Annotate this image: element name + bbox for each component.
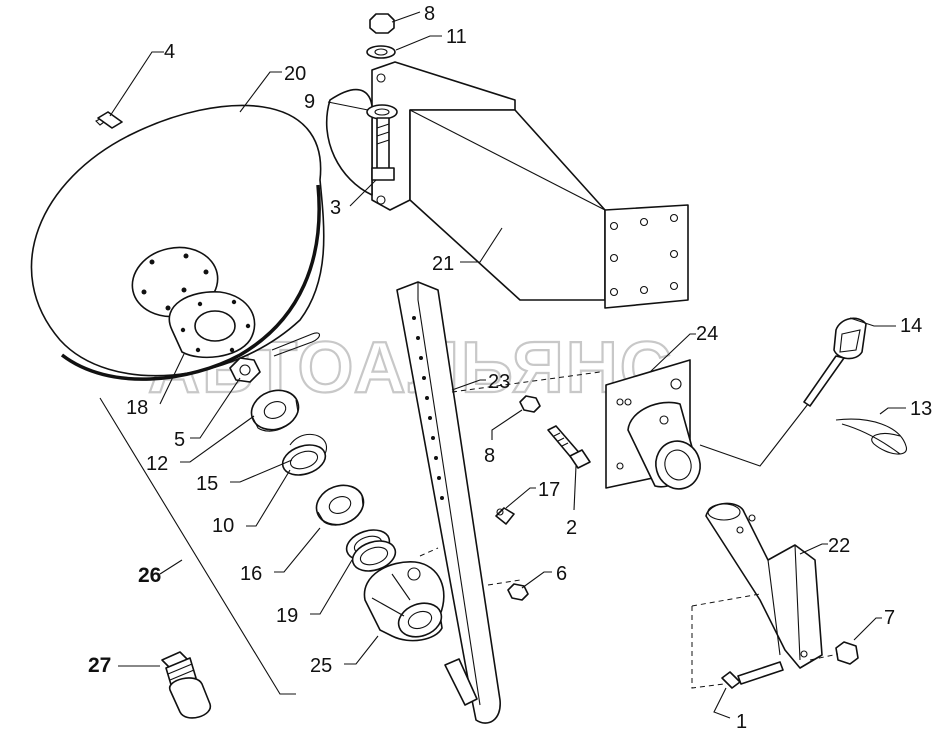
leader-4 bbox=[109, 51, 164, 117]
label-25: 25 bbox=[310, 655, 332, 677]
assembly-line-22 bbox=[691, 593, 761, 689]
leader-17 bbox=[505, 487, 536, 509]
tube-icon bbox=[627, 401, 701, 490]
leader-16 bbox=[274, 527, 321, 573]
label-15: 15 bbox=[196, 473, 218, 495]
plug-27-icon bbox=[161, 651, 211, 719]
seal-19-icon bbox=[345, 529, 397, 572]
label-24: 24 bbox=[696, 323, 718, 345]
label-4: 4 bbox=[164, 41, 175, 63]
leader-22 bbox=[799, 543, 828, 555]
leader-8a bbox=[391, 11, 421, 23]
leader-21 bbox=[460, 227, 503, 263]
leader-10 bbox=[246, 469, 291, 527]
assembly-line-23 bbox=[451, 371, 601, 393]
cotter-pin-icon bbox=[271, 332, 321, 357]
leader-9 bbox=[327, 101, 369, 111]
leader-2 bbox=[573, 465, 577, 511]
assembly-line-14 bbox=[699, 403, 809, 467]
label-20: 20 bbox=[284, 63, 306, 85]
assembly-line-7 bbox=[809, 653, 839, 661]
label-14: 14 bbox=[900, 315, 922, 337]
leader-25 bbox=[344, 635, 379, 665]
leader-5 bbox=[190, 377, 241, 439]
nut-5-icon bbox=[229, 357, 261, 383]
leader-1 bbox=[713, 687, 731, 719]
nut-6-icon bbox=[507, 583, 529, 601]
nut-7-icon bbox=[835, 641, 859, 665]
leader-13 bbox=[879, 407, 906, 415]
leader-7 bbox=[853, 617, 882, 641]
washer-11-icon bbox=[366, 45, 396, 59]
nut-8-top-icon bbox=[369, 13, 395, 34]
label-16: 16 bbox=[240, 563, 262, 585]
label-1: 1 bbox=[736, 711, 747, 733]
leader-24 bbox=[649, 333, 696, 373]
label-23: 23 bbox=[488, 371, 510, 393]
label-21: 21 bbox=[432, 253, 454, 275]
leader-14 bbox=[849, 317, 896, 327]
bolt-3-icon bbox=[371, 117, 395, 181]
label-27: 27 bbox=[88, 654, 111, 677]
hub-icon bbox=[363, 561, 445, 642]
leader-18 bbox=[159, 353, 185, 405]
label-9: 9 bbox=[304, 91, 315, 113]
perforated-arm-icon bbox=[396, 281, 501, 724]
mounting-bracket-icon bbox=[325, 61, 689, 309]
leader-8b bbox=[491, 409, 523, 440]
label-13: 13 bbox=[910, 398, 932, 420]
label-2: 2 bbox=[566, 517, 577, 539]
swing-arm-22-icon bbox=[705, 502, 823, 669]
label-7: 7 bbox=[884, 607, 895, 629]
leader-15 bbox=[230, 459, 293, 483]
leader-3 bbox=[349, 179, 377, 207]
label-6: 6 bbox=[556, 563, 567, 585]
flange-plate-icon bbox=[168, 291, 256, 359]
leader-6 bbox=[521, 571, 552, 589]
grease-nipple-17-icon bbox=[495, 507, 515, 525]
bolt-4-icon bbox=[95, 111, 123, 129]
label-26: 26 bbox=[138, 564, 161, 587]
label-11: 11 bbox=[446, 26, 467, 48]
label-19: 19 bbox=[276, 605, 298, 627]
bolt-2-icon bbox=[547, 425, 591, 469]
leader-20 bbox=[239, 71, 282, 113]
label-12: 12 bbox=[146, 453, 168, 475]
leader-12 bbox=[180, 415, 255, 463]
disc-blade-icon bbox=[30, 104, 325, 381]
nut-8-mid-icon bbox=[519, 395, 541, 413]
ring-10-icon bbox=[281, 444, 327, 476]
label-8-mid: 8 bbox=[484, 445, 495, 467]
leader-26 bbox=[99, 397, 296, 695]
leader-23 bbox=[451, 379, 486, 391]
leader-19 bbox=[310, 559, 353, 615]
washer-9-icon bbox=[366, 104, 398, 120]
assembly-line-6 bbox=[419, 547, 521, 586]
leader-11 bbox=[395, 35, 442, 51]
label-22: 22 bbox=[828, 535, 850, 557]
spring-clip-icon bbox=[835, 418, 907, 455]
label-8-top: 8 bbox=[424, 3, 435, 25]
label-18: 18 bbox=[126, 397, 148, 419]
bearing-12-icon bbox=[250, 389, 300, 432]
label-10: 10 bbox=[212, 515, 234, 537]
label-5: 5 bbox=[174, 429, 185, 451]
bolt-1-icon bbox=[721, 661, 784, 689]
label-3: 3 bbox=[330, 197, 341, 219]
lock-pin-icon bbox=[803, 317, 867, 407]
label-17: 17 bbox=[538, 479, 560, 501]
bearing-16-icon bbox=[315, 484, 365, 526]
